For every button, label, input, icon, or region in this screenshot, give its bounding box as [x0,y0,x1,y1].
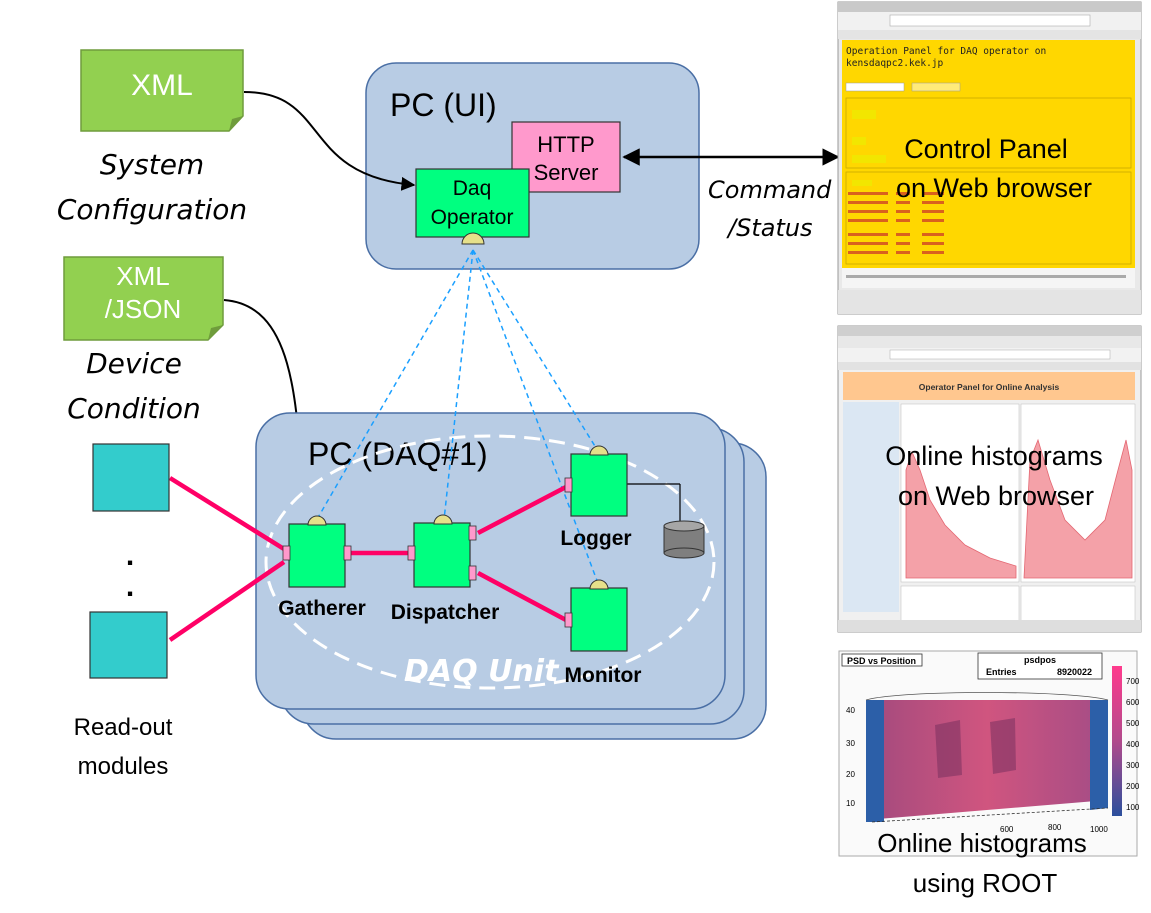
daq-operator-line1: Daq [453,177,492,200]
root-entries-label: Entries [986,667,1017,677]
root-z-tick-2: 500 [1126,719,1140,728]
root-title: PSD vs Position [847,656,916,666]
xml-label: XML [131,69,193,102]
root-y-tick-1: 30 [846,739,855,748]
disk-icon [663,520,705,559]
device-condition-line1: Device [86,347,182,380]
root-z-tick-4: 300 [1126,761,1140,770]
web-hist-left [905,450,1017,579]
device-condition-line2: Condition [67,392,201,425]
online-web-header: Operator Panel for Online Analysis [919,382,1060,392]
data-links [168,476,568,642]
daq-operator: Daq Operator [415,168,530,245]
root-color-scale [1112,666,1122,816]
root-y-tick-2: 20 [846,770,855,779]
online-web-caption-line1: Online histograms [885,441,1103,471]
root-caption-line2: using ROOT [913,868,1058,898]
root-plot: PSD vs Position psdpos Entries 8920022 7… [838,650,1140,898]
daq-operator-line2: Operator [431,206,514,229]
root-entries-value: 8920022 [1057,667,1092,677]
readout-label-line2: modules [78,753,169,780]
root-caption-line1: Online histograms [877,828,1087,858]
root-y-tick-3: 10 [846,799,855,808]
root-y-tick-0: 40 [846,706,855,715]
system-config-line2: Configuration [57,193,247,226]
ellipsis-dot-1: . [126,539,134,572]
root-stat-name: psdpos [1024,655,1056,665]
logger: Logger [560,445,632,550]
root-z-tick-5: 200 [1126,782,1140,791]
http-server-line2: Server [534,160,599,185]
cp-title-line1: Operation Panel for DAQ operator on [846,46,1046,57]
daq-unit-label: DAQ Unit [404,654,560,689]
dispatcher-label: Dispatcher [391,601,500,624]
control-panel-screenshot: Operation Panel for DAQ operator on kens… [837,1,1142,315]
daq-unit-outline [264,434,716,690]
control-links [315,249,600,587]
root-x-tick-2: 1000 [1090,825,1108,834]
web-hist-right [1023,438,1133,579]
system-config-line1: System [100,148,204,181]
xml-json-line1: XML [116,261,169,291]
monitor-label: Monitor [565,664,642,687]
gatherer-label: Gatherer [278,597,366,620]
root-z-tick-0: 700 [1126,677,1140,686]
control-panel-caption-line1: Control Panel [904,134,1068,164]
device-condition-file: XML /JSON [63,256,224,341]
root-x-tick-1: 800 [1048,823,1062,832]
root-z-tick-3: 400 [1126,740,1140,749]
xml-json-line2: /JSON [105,294,182,324]
status-label: /Status [726,214,813,242]
readout-module-top [92,443,170,512]
readout-label-line1: Read-out [74,714,173,741]
online-web-screenshot: Operator Panel for Online Analysis Onlin… [837,325,1142,633]
system-config-file: XML [80,49,244,132]
http-server: HTTP Server [511,121,621,193]
http-server-line1: HTTP [537,132,594,157]
readout-module-bottom [89,611,168,679]
cp-title-line2: kensdaqpc2.kek.jp [846,58,944,69]
system-config-arrow [243,91,416,191]
logger-label: Logger [560,527,631,550]
control-panel-caption-line2: on Web browser [896,173,1092,203]
command-label: Command [708,176,832,204]
gatherer: Gatherer [278,515,366,620]
ellipsis-dot-2: . [126,570,134,603]
dispatcher: Dispatcher [391,514,500,624]
pc-daq-title: PC (DAQ#1) [308,436,488,472]
online-web-caption-line2: on Web browser [898,481,1094,511]
monitor: Monitor [565,579,642,687]
root-x-tick-0: 600 [1000,825,1014,834]
pc-ui-title: PC (UI) [390,87,497,123]
root-z-tick-6: 100 [1126,803,1140,812]
root-z-tick-1: 600 [1126,698,1140,707]
